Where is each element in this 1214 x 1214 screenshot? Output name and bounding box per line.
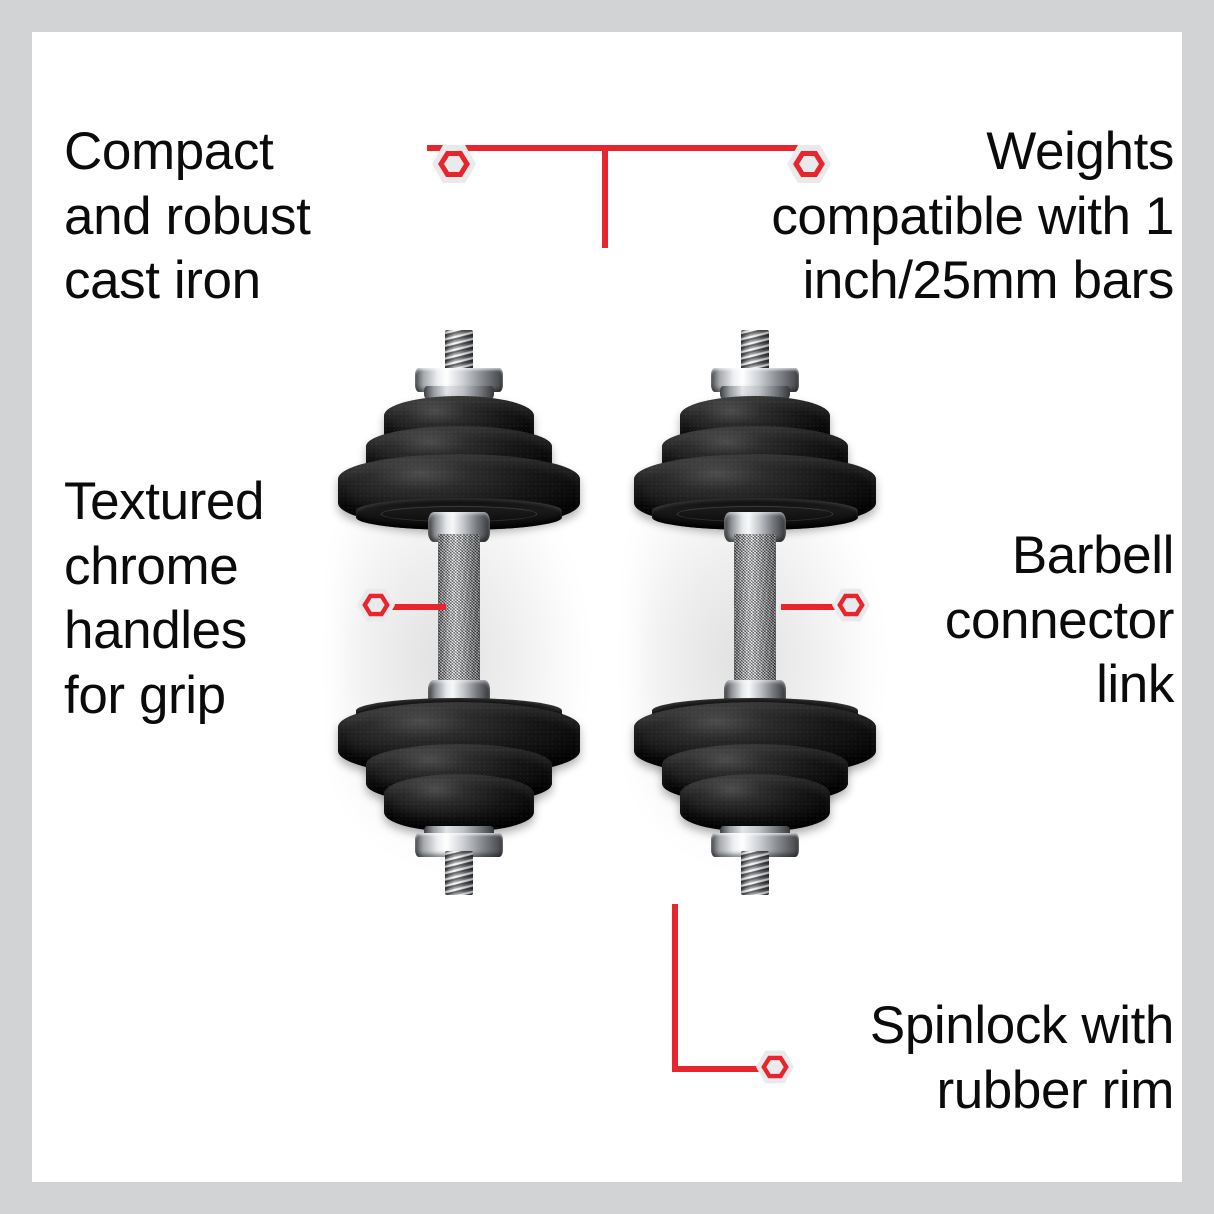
callout-barbell-connector: Barbell connector link	[944, 526, 1175, 715]
hex-marker-icon[interactable]	[357, 586, 395, 624]
threaded-screw-end-top	[741, 330, 769, 374]
connector-line-bottom-horizontal	[672, 1066, 762, 1072]
product-photo	[32, 32, 1182, 1182]
callout-compact-cast-iron: Compact and robust cast iron	[64, 122, 311, 311]
spinlock-rubber-rim-top	[424, 386, 494, 399]
dumbbell-right	[620, 330, 890, 895]
hex-marker-icon[interactable]	[787, 142, 831, 186]
connector-line-middle-left	[384, 604, 446, 610]
knurled-chrome-handle	[734, 534, 776, 690]
connector-line-top-horizontal	[427, 145, 802, 151]
threaded-screw-end-bottom	[445, 851, 473, 895]
spinlock-rubber-rim-top	[720, 386, 790, 399]
threaded-screw-end-bottom	[741, 851, 769, 895]
weight-plate	[680, 774, 830, 832]
threaded-screw-end-top	[445, 330, 473, 374]
hex-marker-icon[interactable]	[832, 586, 870, 624]
connector-line-middle-right	[781, 604, 843, 610]
knurled-chrome-handle	[438, 534, 480, 690]
callout-weights-compatible: Weights compatible with 1 inch/25mm bars	[771, 122, 1174, 311]
connector-line-bottom-vertical	[672, 904, 678, 1072]
connector-line-top-vertical	[602, 145, 608, 248]
weight-plate	[384, 774, 534, 832]
infographic-canvas: Compact and robust cast iron Weights com…	[32, 32, 1182, 1182]
hex-marker-icon[interactable]	[756, 1048, 794, 1086]
hex-marker-icon[interactable]	[432, 142, 476, 186]
callout-spinlock-rubber-rim: Spinlock with rubber rim	[869, 996, 1175, 1120]
callout-textured-chrome-handles: Textured chrome handles for grip	[64, 472, 265, 725]
dumbbell-left	[324, 330, 594, 895]
